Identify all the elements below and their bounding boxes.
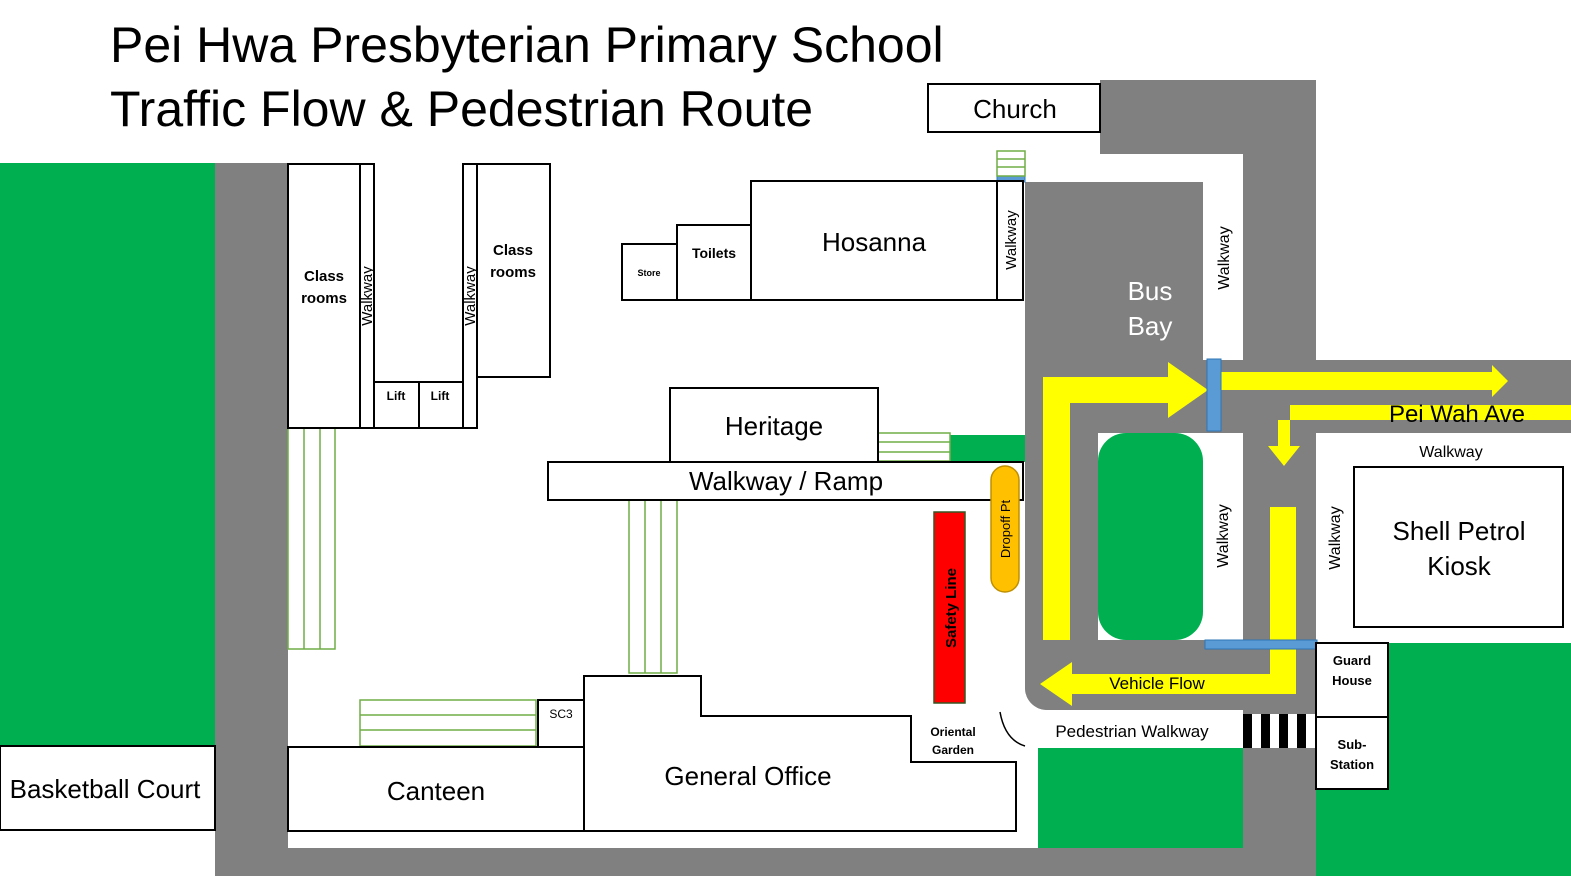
sc3-label: SC3 [549,707,573,721]
walkway-left-label: Walkway [359,266,376,326]
stairs-canteen [359,699,537,747]
vehicle-flow-label: Vehicle Flow [1109,674,1205,693]
road-bus-bay [1025,182,1203,372]
dropoff-label: Dropoff Pt [998,499,1013,558]
lift-2-label: Lift [431,389,450,403]
grass-bus-bay-island [1098,433,1203,640]
building-outlines [0,83,1564,832]
arrow-turn-south [1268,405,1571,466]
classrooms-left-label-1: Class [304,268,344,285]
hosanna-box [750,180,998,301]
stairs-hosanna [996,150,1026,177]
safety-line [933,511,966,704]
canteen-label: Canteen [387,776,485,806]
arrow-exit-east [1220,365,1508,397]
walkway-pei-wah-label: Walkway [1419,444,1482,461]
pedestrian-walkway-curve [999,711,1026,747]
shell-kiosk-label-2: Kiosk [1427,551,1492,581]
walkway-left-box [359,163,375,429]
zebra-crossing [1243,714,1316,748]
grass-south-center [1038,748,1243,848]
road-east-north [1243,80,1316,360]
heritage-label: Heritage [725,411,823,441]
store-box [621,243,678,301]
church-label: Church [973,94,1057,124]
walkway-south-label: Walkway [1215,504,1232,567]
walkway-hosanna-box [996,180,1024,301]
pei-wah-ave-label: Pei Wah Ave [1389,401,1525,428]
grass-near-heritage [950,435,1025,462]
guard-house-label-1: Guard [1333,653,1371,668]
lift-2-box [418,381,464,429]
walkway-hosanna-label: Walkway [1003,210,1020,270]
walkway-ramp-box [547,461,1024,501]
bus-bay-label-2: Bay [1128,311,1173,341]
bus-bay-label-1: Bus [1128,276,1173,306]
classrooms-right-label-1: Class [493,242,533,259]
store-label: Store [637,268,660,278]
basketball-court-label: Basketball Court [10,774,202,804]
arrow-entry [1043,362,1208,640]
walkway-ramp-label: Walkway / Ramp [689,466,883,496]
general-office-label: General Office [664,761,831,791]
canteen-box [287,746,585,832]
oriental-garden-label-2: Garden [932,743,974,757]
general-office-box [583,675,1017,832]
road-south [215,848,1315,876]
walkway-right-label: Walkway [462,266,479,326]
classrooms-right-box [476,163,551,378]
hosanna-label: Hosanna [822,227,927,257]
safety-line-label: Safety Line [943,568,960,648]
shell-kiosk-label-1: Shell Petrol [1393,516,1526,546]
guard-house-box [1315,642,1389,718]
stairs-heritage [877,432,951,462]
barrier-gate-south [1204,639,1318,650]
grass-west [0,163,215,746]
basketball-court-box [0,745,216,831]
map-title-line1: Pei Hwa Presbyterian Primary School [110,17,944,73]
guard-house-label-2: House [1332,673,1372,688]
stairs-classrooms [287,427,336,650]
barrier-gate-north [1206,358,1222,432]
sub-station-label-1: Sub- [1338,737,1367,752]
shell-kiosk-box [1353,466,1564,628]
classrooms-left-label-2: rooms [301,290,347,307]
stairs-walkway [628,499,678,674]
road-west [215,163,288,876]
lift-1-label: Lift [387,389,406,403]
toilets-label: Toilets [692,245,736,261]
oriental-garden-label-1: Oriental [930,725,975,739]
map-title-line2: Traffic Flow & Pedestrian Route [110,81,814,137]
dropoff-point [990,465,1020,593]
church-box [927,83,1101,133]
toilets-box [676,224,752,301]
barriers [996,175,1318,650]
pedestrian-walkway-label: Pedestrian Walkway [1055,722,1209,741]
traffic-flow-arrows [1040,362,1571,706]
lift-1-box [373,381,420,429]
walkway-strip-south [1203,433,1243,640]
walkway-north-label: Walkway [1216,226,1233,289]
classrooms-right-label-2: rooms [490,264,536,281]
walkway-strip-north [1203,154,1243,360]
sub-station-label-2: Station [1330,757,1374,772]
sub-station-box [1315,716,1389,790]
walkway-east-label: Walkway [1327,506,1344,569]
arrow-vehicle-flow [1040,507,1296,706]
classrooms-left-box [287,163,361,429]
